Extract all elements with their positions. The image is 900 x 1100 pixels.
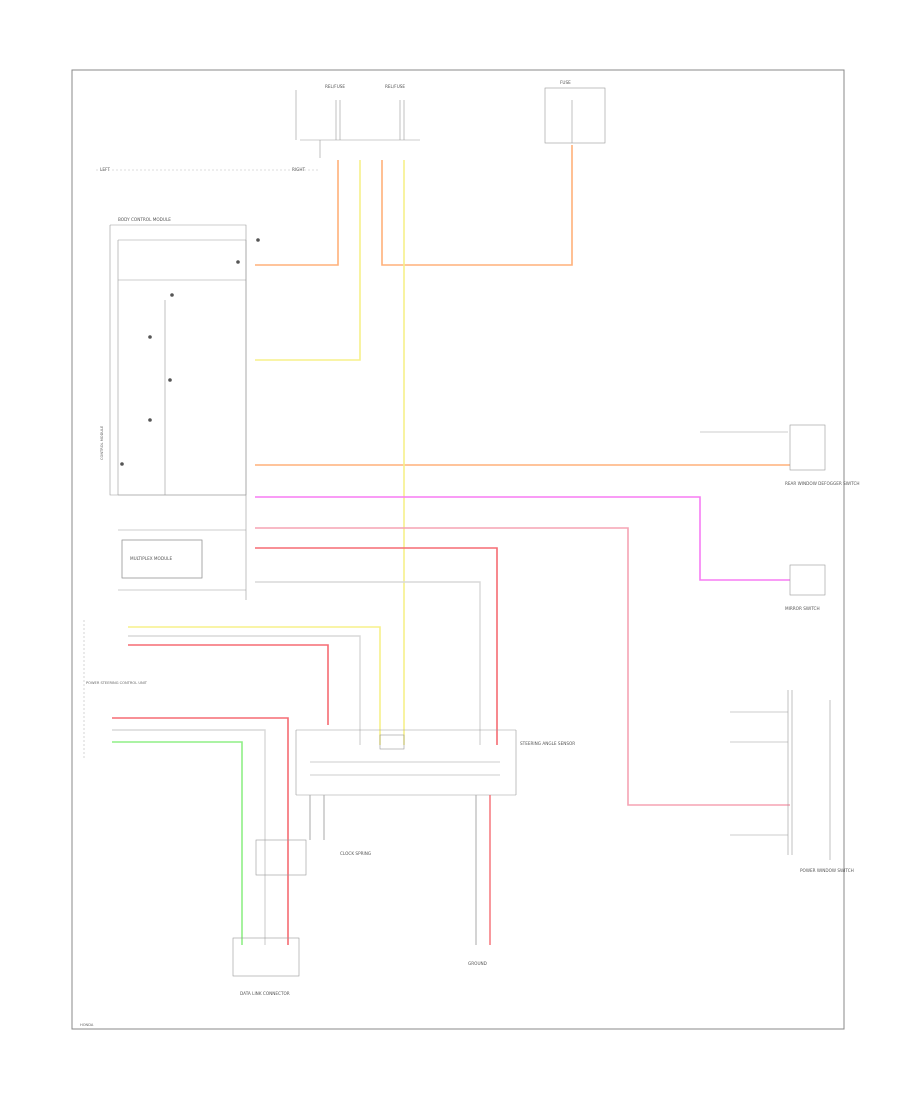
fuse-label-1: REL/FUSE (325, 84, 345, 89)
wire-orange-1 (255, 160, 339, 266)
module-note-box (121, 539, 203, 579)
wire-red-2 (128, 644, 329, 725)
right-switch-top-label: REAR WINDOW DEFOGGER SWITCH (785, 481, 860, 486)
diagram-frame (71, 69, 845, 1030)
lower-wire-stubs (309, 795, 491, 945)
right-note: RIGHT (292, 167, 306, 172)
right-switch-bottom-label: POWER WINDOW SWITCH (800, 868, 854, 873)
footer-mark: HONDA (80, 1023, 94, 1027)
data-link-connector-label: DATA LINK CONNECTOR (240, 991, 290, 996)
module-title: BODY CONTROL MODULE (118, 217, 171, 222)
left-note: LEFT (100, 167, 110, 172)
ground-label: GROUND (468, 961, 487, 966)
clock-spring-label: STEERING ANGLE SENSOR (520, 741, 575, 746)
wire-red-1 (255, 547, 498, 745)
data-link-connector (232, 937, 300, 977)
wire-magenta (255, 496, 790, 581)
wire-white-3 (112, 729, 266, 945)
fuse-block-group (295, 87, 606, 158)
module-switch-symbols (120, 238, 260, 466)
right-switches (700, 424, 831, 860)
wire-white-2 (128, 635, 361, 745)
wire-yellow-3 (128, 626, 381, 745)
clock-spring-sub: CLOCK SPRING (340, 851, 371, 856)
clock-spring-block (255, 729, 517, 876)
left-group-label: POWER STEERING CONTROL UNIT (86, 681, 148, 685)
wire-red-3 (112, 717, 289, 945)
wire-green (112, 741, 243, 945)
right-switch-mid-label: MIRROR SWITCH (785, 606, 820, 611)
wire-white-1 (255, 581, 481, 745)
module-note-text: MULTIPLEX MODULE (130, 556, 172, 561)
fuse-label-3: FUSE (560, 80, 571, 85)
fuse-label-2: REL/FUSE (385, 84, 405, 89)
wire-yellow-1 (255, 160, 361, 361)
control-module-outline (109, 224, 247, 600)
wire-pink (255, 527, 790, 806)
module-side-text: CONTROL MODULE (100, 425, 104, 460)
wire-orange-2 (381, 145, 573, 266)
